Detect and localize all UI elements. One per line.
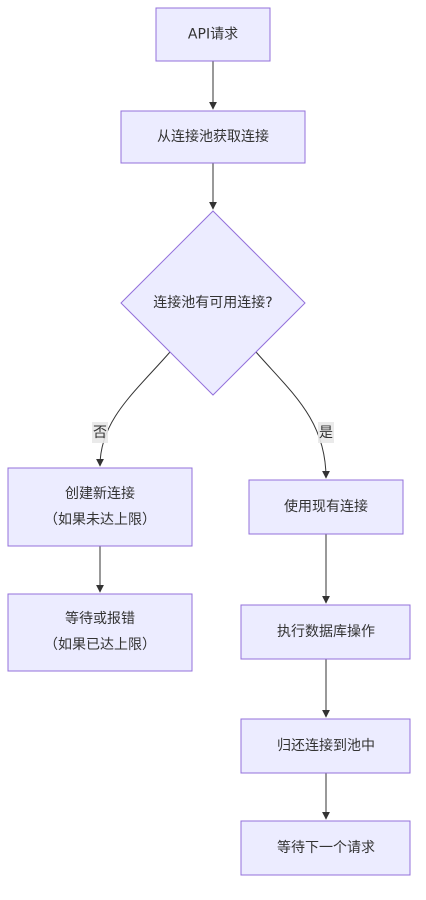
- node-create-connection: 创建新连接 （如果未达上限）: [7, 467, 193, 547]
- edge-label-no: 否: [92, 422, 108, 443]
- node-decision-label: 连接池有可用连接?: [153, 294, 272, 311]
- edge-decision-to-create: [96, 351, 171, 467]
- node-execute-operation: 执行数据库操作: [240, 604, 411, 660]
- node-create-connection-line1: 创建新连接: [65, 485, 135, 502]
- edge-decision-to-use: [255, 351, 330, 479]
- node-wait-or-error: 等待或报错 （如果已达上限）: [7, 593, 193, 672]
- node-execute-operation-label: 执行数据库操作: [277, 624, 375, 640]
- node-get-connection-label: 从连接池获取连接: [157, 128, 269, 145]
- node-api-request: API请求: [155, 7, 271, 62]
- node-return-connection-label: 归还连接到池中: [277, 737, 375, 754]
- edge-label-no-text: 否: [93, 425, 107, 441]
- node-use-existing-label: 使用现有连接: [284, 498, 368, 515]
- node-decision: 连接池有可用连接?: [120, 210, 306, 396]
- edges: [96, 61, 330, 820]
- node-use-existing: 使用现有连接: [248, 479, 404, 535]
- node-return-connection: 归还连接到池中: [240, 718, 411, 774]
- node-wait-or-error-line1: 等待或报错: [65, 610, 135, 627]
- node-wait-next-request: 等待下一个请求: [240, 820, 411, 876]
- node-get-connection: 从连接池获取连接: [120, 110, 306, 164]
- node-create-connection-line2: （如果未达上限）: [44, 512, 156, 528]
- edge-label-yes-text: 是: [319, 425, 333, 441]
- node-api-request-label: API请求: [188, 27, 238, 43]
- node-wait-or-error-line2: （如果已达上限）: [44, 637, 156, 653]
- node-wait-next-request-label: 等待下一个请求: [277, 839, 375, 856]
- edge-label-yes: 是: [318, 422, 334, 443]
